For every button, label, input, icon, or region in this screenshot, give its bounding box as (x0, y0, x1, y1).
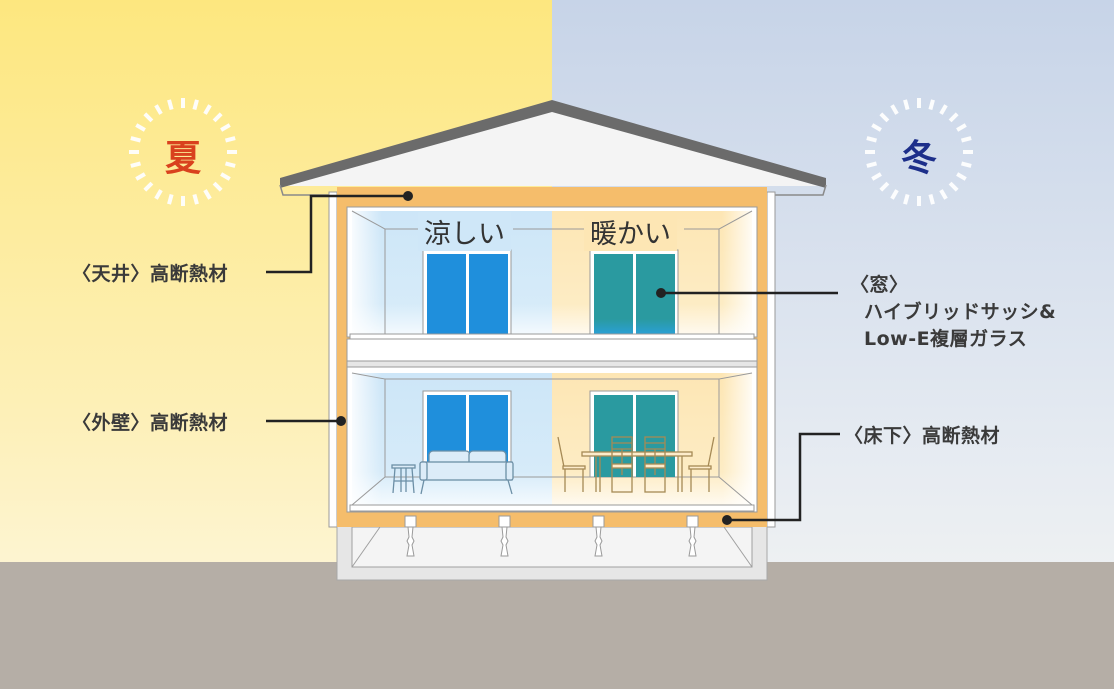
window-label-glass: Low-E複層ガラス (864, 328, 1028, 350)
roof-gable (287, 108, 818, 186)
summer-label: 夏 (164, 137, 201, 179)
cool-window-upper (427, 254, 466, 335)
right-siding (766, 191, 776, 528)
ceiling-insulation-label: 〈天井〉高断熱材 (72, 263, 229, 285)
window-label-sash: ハイブリッドサッシ& (864, 301, 1057, 323)
floor-slab (346, 338, 758, 362)
floor-posts (404, 515, 699, 557)
ground (0, 562, 1114, 689)
wall-insulation-label: 〈外壁〉高断熱材 (72, 412, 229, 434)
dining-set-icon (557, 436, 715, 493)
lower-floor (346, 366, 758, 513)
window-label-title: 〈窓〉 (850, 274, 909, 296)
warm-window-upper (594, 254, 633, 335)
upper-floor (346, 206, 758, 340)
sofa-icon (419, 450, 514, 495)
leader-lines (266, 194, 840, 522)
winter-sun-rays-icon (865, 98, 973, 206)
left-siding (328, 191, 338, 528)
leader-dots (336, 191, 732, 525)
underfloor-insulation-label: 〈床下〉高断熱材 (844, 425, 1001, 447)
summer-sun-rays-icon (129, 98, 237, 206)
winter-label: 冬 (900, 137, 937, 179)
window-label: 〈窓〉 ハイブリッドサッシ& Low-E複層ガラス (850, 272, 1056, 353)
stool-icon (391, 464, 416, 494)
cool-room-label: 涼しい (418, 212, 511, 251)
warm-room-label: 暖かい (584, 212, 677, 251)
